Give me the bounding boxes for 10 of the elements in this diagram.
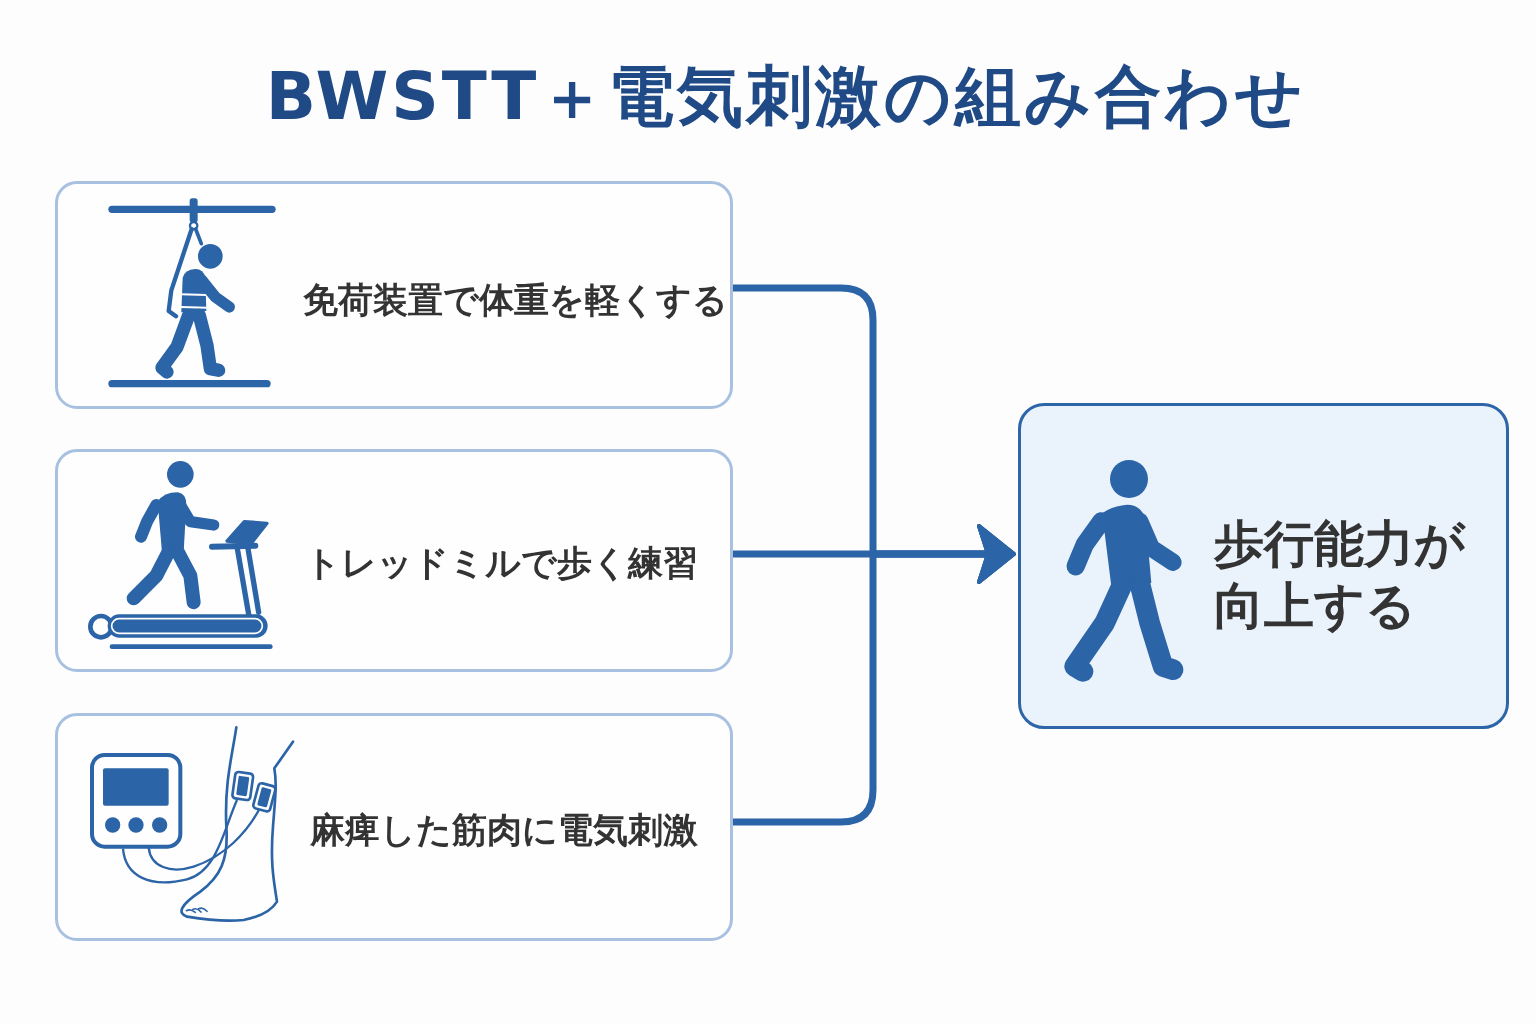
- step-box: [55, 181, 733, 409]
- step-label: 免荷装置で体重を軽くする: [303, 279, 728, 322]
- step-label: 麻痺した筋肉に電気刺激: [310, 809, 698, 852]
- arrow: [733, 524, 1016, 826]
- result-label: 歩行能力が向上する: [1214, 514, 1467, 637]
- step-box: [55, 449, 733, 672]
- step-label: トレッドミルで歩く練習: [305, 542, 698, 585]
- result-box: [1018, 403, 1509, 729]
- diagram-title: BWSTT＋電気刺激の組み合わせ: [265, 62, 1307, 132]
- step-box: [55, 713, 733, 941]
